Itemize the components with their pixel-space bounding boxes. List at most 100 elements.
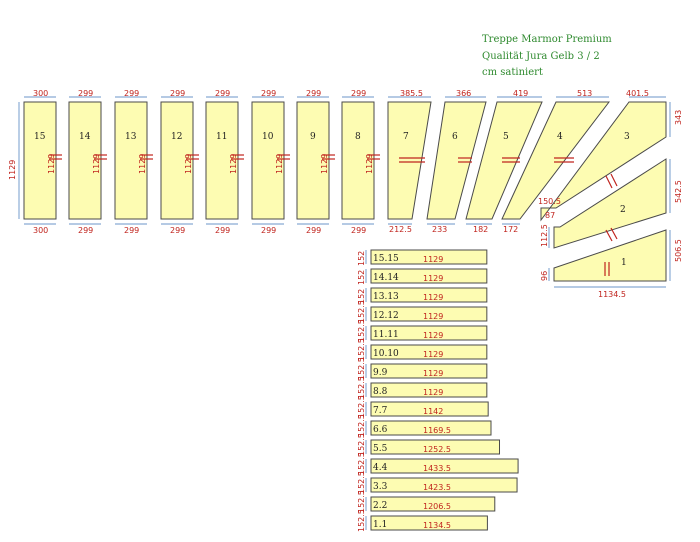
tread-4-top: 513 [577,89,592,98]
tread-5-number: 5 [503,132,509,142]
riser-label: 1.1 [373,520,387,530]
riser-shape [370,268,488,284]
tread-7-top: 385.5 [400,89,423,98]
tread-3: 401.5 343 3 150.5 87 [538,89,683,222]
riser-length: 1129 [423,388,443,397]
tread-bottom-dim: 299 [78,226,93,235]
riser-shape [370,458,519,474]
riser-label: 11.11 [373,330,399,340]
riser-length: 1433.5 [423,464,451,473]
riser-length: 1206.5 [423,502,451,511]
straight-treads: 3003001511291129299299141129299299131129… [8,89,380,235]
tread-shape [251,101,285,220]
riser-label: 8.8 [373,387,388,397]
tread-7-bottom: 212.5 [389,225,412,234]
riser-height: 152 [357,289,366,304]
riser-label: 5.5 [373,444,388,454]
tread-top-dim: 299 [78,89,93,98]
tread-3-top: 401.5 [626,89,649,98]
riser-label: 13.13 [373,292,399,302]
tread-4-number: 4 [557,132,563,142]
riser-length: 1129 [423,369,443,378]
tread-inner-dim: 1129 [365,154,374,174]
tread-number: 9 [310,132,316,142]
tread-6-bottom: 233 [432,225,447,234]
tread-bottom-dim: 300 [33,226,48,235]
riser-height: 152.5 [357,357,366,380]
riser-height: 152 [357,251,366,266]
riser-label: 6.6 [373,425,388,435]
riser-shape [370,344,488,360]
riser-label: 7.7 [373,406,388,416]
riser-height: 152.5 [357,490,366,513]
tread-5-bottom: 182 [473,225,488,234]
riser-shape [370,401,489,417]
tread-top-dim: 299 [306,89,321,98]
riser-2.2: 2.2 1206.5 152.5 [357,490,496,513]
riser-length: 1142 [423,407,443,416]
tread-shape [341,101,375,220]
riser-label: 2.2 [373,501,387,511]
tread-inner-dim: 1129 [47,154,56,174]
tread-inner-dim: 1129 [184,154,193,174]
tread-shape [296,101,330,220]
tread-9: 299 299 9 1129 [296,89,335,235]
tread-2: 542.5 112.5 2 [540,158,683,249]
tread-4-bottom: 172 [503,225,518,234]
tread-number: 13 [125,132,137,142]
tread-shape [160,101,194,220]
riser-label: 10.10 [373,349,399,359]
riser-length: 1129 [423,274,443,283]
tread-5: 419 182 5 [465,89,543,234]
riser-height: 152.5 [357,300,366,323]
tread-4: 513 172 4 [501,89,611,234]
header-line-1: Treppe Marmor Premium [482,34,612,45]
tread-number: 10 [262,132,274,142]
tread-inner-dim: 1129 [275,154,284,174]
riser-height: 152.5 [357,338,366,361]
riser-length: 1252.5 [423,445,451,454]
tread-top-dim: 299 [351,89,366,98]
tread-inner-dim: 1129 [229,154,238,174]
riser-label: 9.9 [373,368,388,378]
riser-shape [370,325,488,341]
riser-height: 152.5 [357,509,366,532]
tread-number: 8 [355,132,361,142]
riser-label: 15.15 [373,254,399,264]
tread-top-dim: 299 [170,89,185,98]
tread-2-side: 542.5 [674,180,683,203]
tread-2-extra: 112.5 [540,224,549,247]
tread-bottom-dim: 299 [215,226,230,235]
riser-height: 152.5 [357,414,366,437]
riser-shape [370,496,496,512]
tread-bottom-dim: 299 [306,226,321,235]
tread-top-dim: 299 [261,89,276,98]
tread-1-number: 1 [621,258,627,268]
tread-inner-dim: 1129 [138,154,147,174]
tread-top-dim: 299 [215,89,230,98]
header-line-2: Qualität Jura Gelb 3 / 2 [482,51,600,62]
tread-shape [68,101,102,220]
tread-shape [23,101,57,220]
riser-shape [370,306,488,322]
tread-1-left: 96 [540,271,549,281]
tread-inner-dim: 1129 [320,154,329,174]
tread-bottom-dim: 299 [124,226,139,235]
tread-3-number: 3 [624,132,630,142]
tread-6-number: 6 [452,132,458,142]
tread-1: 506.5 96 1134.5 1 [540,229,683,299]
tread-inner-dim: 1129 [92,154,101,174]
